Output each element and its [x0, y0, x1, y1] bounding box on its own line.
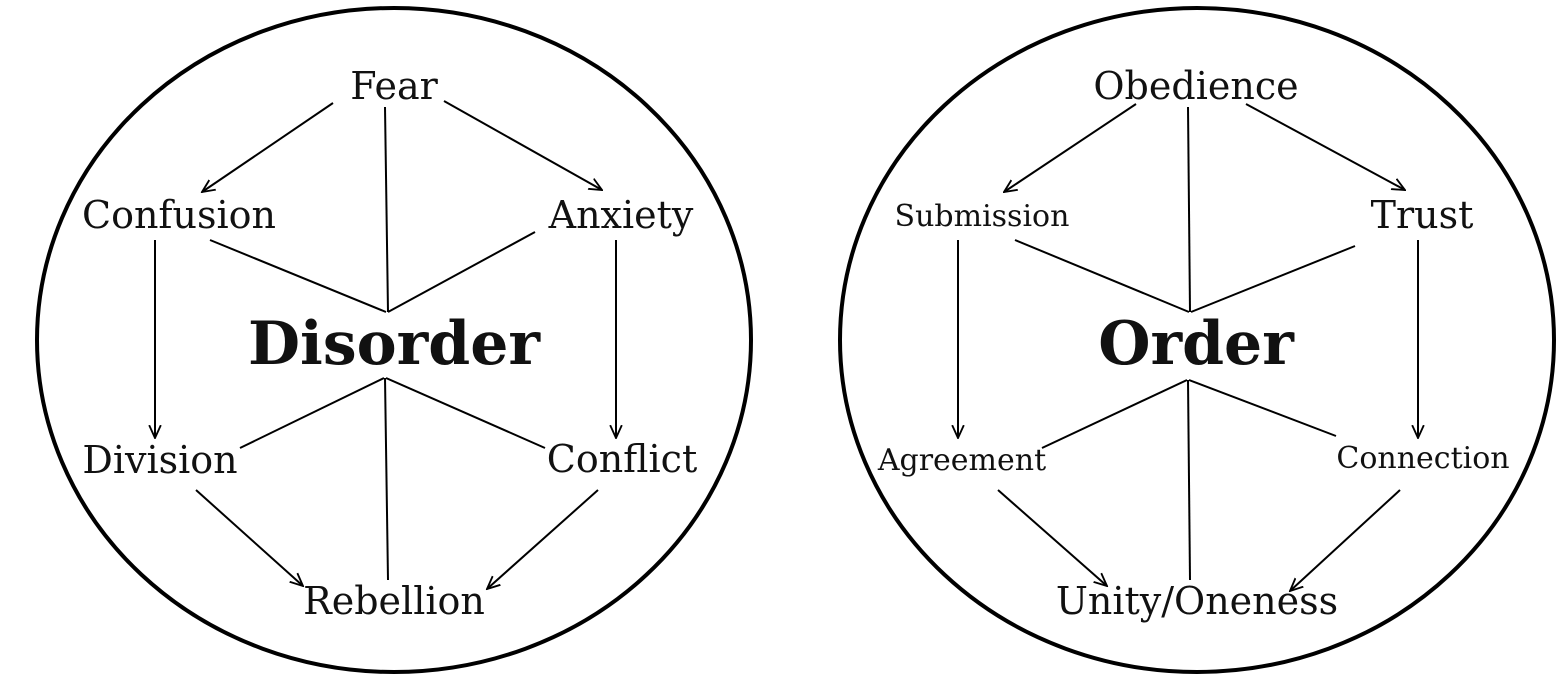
arrow-agreement-unity — [997, 489, 1107, 586]
spoke-order-unity — [1187, 379, 1191, 581]
node-obedience: Obedience — [1093, 64, 1298, 108]
node-conflict: Conflict — [547, 437, 697, 481]
arrow-obedience-trust — [1245, 103, 1405, 190]
spoke-obedience-order — [1187, 106, 1191, 313]
node-anxiety: Anxiety — [548, 193, 694, 237]
node-division: Division — [82, 438, 237, 482]
center-disorder: Disorder — [248, 309, 541, 379]
node-unity-oneness: Unity/Oneness — [1056, 579, 1338, 623]
arrow-conflict-rebellion — [487, 489, 599, 589]
arrow-connection-unity — [1290, 489, 1401, 591]
spoke-disorder-division — [239, 377, 385, 449]
arrow-fear-anxiety — [443, 100, 602, 190]
order-diagram: Obedience Submission Trust Order Agreeme… — [838, 6, 1556, 674]
spoke-order-connection — [1188, 379, 1337, 437]
spoke-trust-order — [1190, 245, 1356, 313]
node-rebellion: Rebellion — [303, 579, 485, 623]
spoke-order-agreement — [1041, 379, 1188, 449]
disorder-circle — [35, 6, 753, 674]
node-connection: Connection — [1336, 441, 1509, 476]
arrow-fear-confusion — [202, 102, 334, 192]
spoke-confusion-disorder — [209, 239, 387, 313]
node-confusion: Confusion — [82, 193, 276, 237]
node-trust: Trust — [1371, 193, 1474, 237]
arrow-obedience-submission — [1004, 103, 1137, 192]
spoke-anxiety-disorder — [387, 231, 536, 313]
node-submission: Submission — [895, 199, 1070, 234]
spoke-fear-disorder — [384, 106, 389, 313]
spoke-disorder-rebellion — [384, 377, 389, 581]
node-fear: Fear — [350, 64, 438, 108]
spoke-submission-order — [1014, 239, 1190, 313]
disorder-diagram: Fear Confusion Anxiety Disorder Division… — [35, 6, 753, 674]
spoke-disorder-conflict — [385, 377, 546, 449]
order-circle — [838, 6, 1556, 674]
center-order: Order — [1098, 309, 1295, 379]
arrow-division-rebellion — [195, 489, 303, 586]
node-agreement: Agreement — [877, 443, 1046, 478]
